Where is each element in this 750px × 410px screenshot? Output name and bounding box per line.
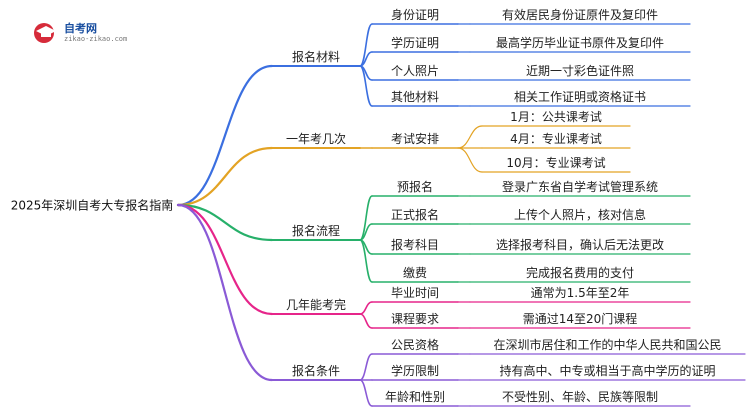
root-topic: 2025年深圳自考大专报名指南 bbox=[10, 198, 174, 213]
leaf-label: 4月：专业课考试 bbox=[510, 132, 602, 146]
branch-label: 报名条件 bbox=[291, 364, 341, 378]
child-connector bbox=[359, 379, 373, 407]
leaf-label: 有效居民身份证原件及复印件 bbox=[501, 8, 659, 22]
graduation-cap-icon bbox=[34, 23, 56, 43]
leaf-label: 完成报名费用的支付 bbox=[525, 266, 635, 280]
child-connector bbox=[359, 301, 373, 315]
branch-label: 报名材料 bbox=[291, 50, 341, 64]
child-label: 毕业时间 bbox=[390, 286, 440, 300]
leaf-label: 近期一寸彩色证件照 bbox=[525, 64, 635, 78]
leaf-label: 10月：专业课考试 bbox=[506, 156, 606, 170]
child-connector bbox=[359, 313, 373, 329]
child-label: 身份证明 bbox=[390, 8, 440, 22]
child-label: 考试安排 bbox=[390, 132, 440, 146]
branch-label: 一年考几次 bbox=[285, 132, 347, 146]
branch-connector bbox=[176, 146, 274, 207]
child-connector bbox=[359, 65, 373, 107]
child-label: 课程要求 bbox=[390, 312, 440, 326]
leaf-label: 相关工作证明或资格证书 bbox=[513, 90, 647, 104]
child-label: 年龄和性别 bbox=[384, 390, 446, 404]
child-label: 学历证明 bbox=[390, 36, 440, 50]
leaf-connector bbox=[457, 147, 483, 173]
child-label: 学历限制 bbox=[390, 364, 440, 378]
branch-connector bbox=[176, 203, 274, 242]
leaf-connector bbox=[457, 125, 483, 149]
child-label: 其他材料 bbox=[390, 90, 440, 104]
site-logo[interactable]: 自考网 zikao-zikao.com bbox=[32, 20, 152, 48]
leaf-label: 需通过14至20门课程 bbox=[522, 312, 638, 326]
leaf-label: 通常为1.5年至2年 bbox=[530, 286, 630, 300]
leaf-label: 上传个人照片，核对信息 bbox=[513, 208, 647, 222]
leaf-label: 1月：公共课考试 bbox=[510, 110, 602, 124]
branch-label: 几年能考完 bbox=[285, 298, 347, 312]
logo-url: zikao-zikao.com bbox=[64, 35, 128, 43]
leaf-label: 最高学历毕业证书原件及复印件 bbox=[495, 36, 665, 50]
child-label: 预报名 bbox=[396, 180, 434, 194]
leaf-label: 选择报考科目，确认后无法更改 bbox=[495, 238, 665, 252]
child-label: 正式报名 bbox=[390, 208, 440, 222]
leaf-label: 不受性别、年龄、民族等限制 bbox=[501, 390, 659, 404]
leaf-label: 在深圳市居住和工作的中华人民共和国公民 bbox=[493, 338, 722, 352]
branch-connector bbox=[176, 203, 274, 316]
child-label: 公民资格 bbox=[390, 338, 440, 352]
leaf-label: 持有高中、中专或相当于高中学历的证明 bbox=[499, 364, 716, 378]
branch-label: 报名流程 bbox=[291, 224, 341, 238]
child-label: 个人照片 bbox=[390, 64, 440, 78]
child-connector bbox=[359, 239, 373, 283]
child-label: 缴费 bbox=[402, 266, 428, 280]
child-label: 报考科目 bbox=[390, 238, 440, 252]
branch-connector bbox=[176, 64, 274, 207]
leaf-label: 登录广东省自学考试管理系统 bbox=[501, 180, 659, 194]
branch-connector bbox=[176, 203, 274, 382]
logo-title: 自考网 bbox=[64, 22, 97, 35]
child-connector bbox=[359, 353, 373, 381]
